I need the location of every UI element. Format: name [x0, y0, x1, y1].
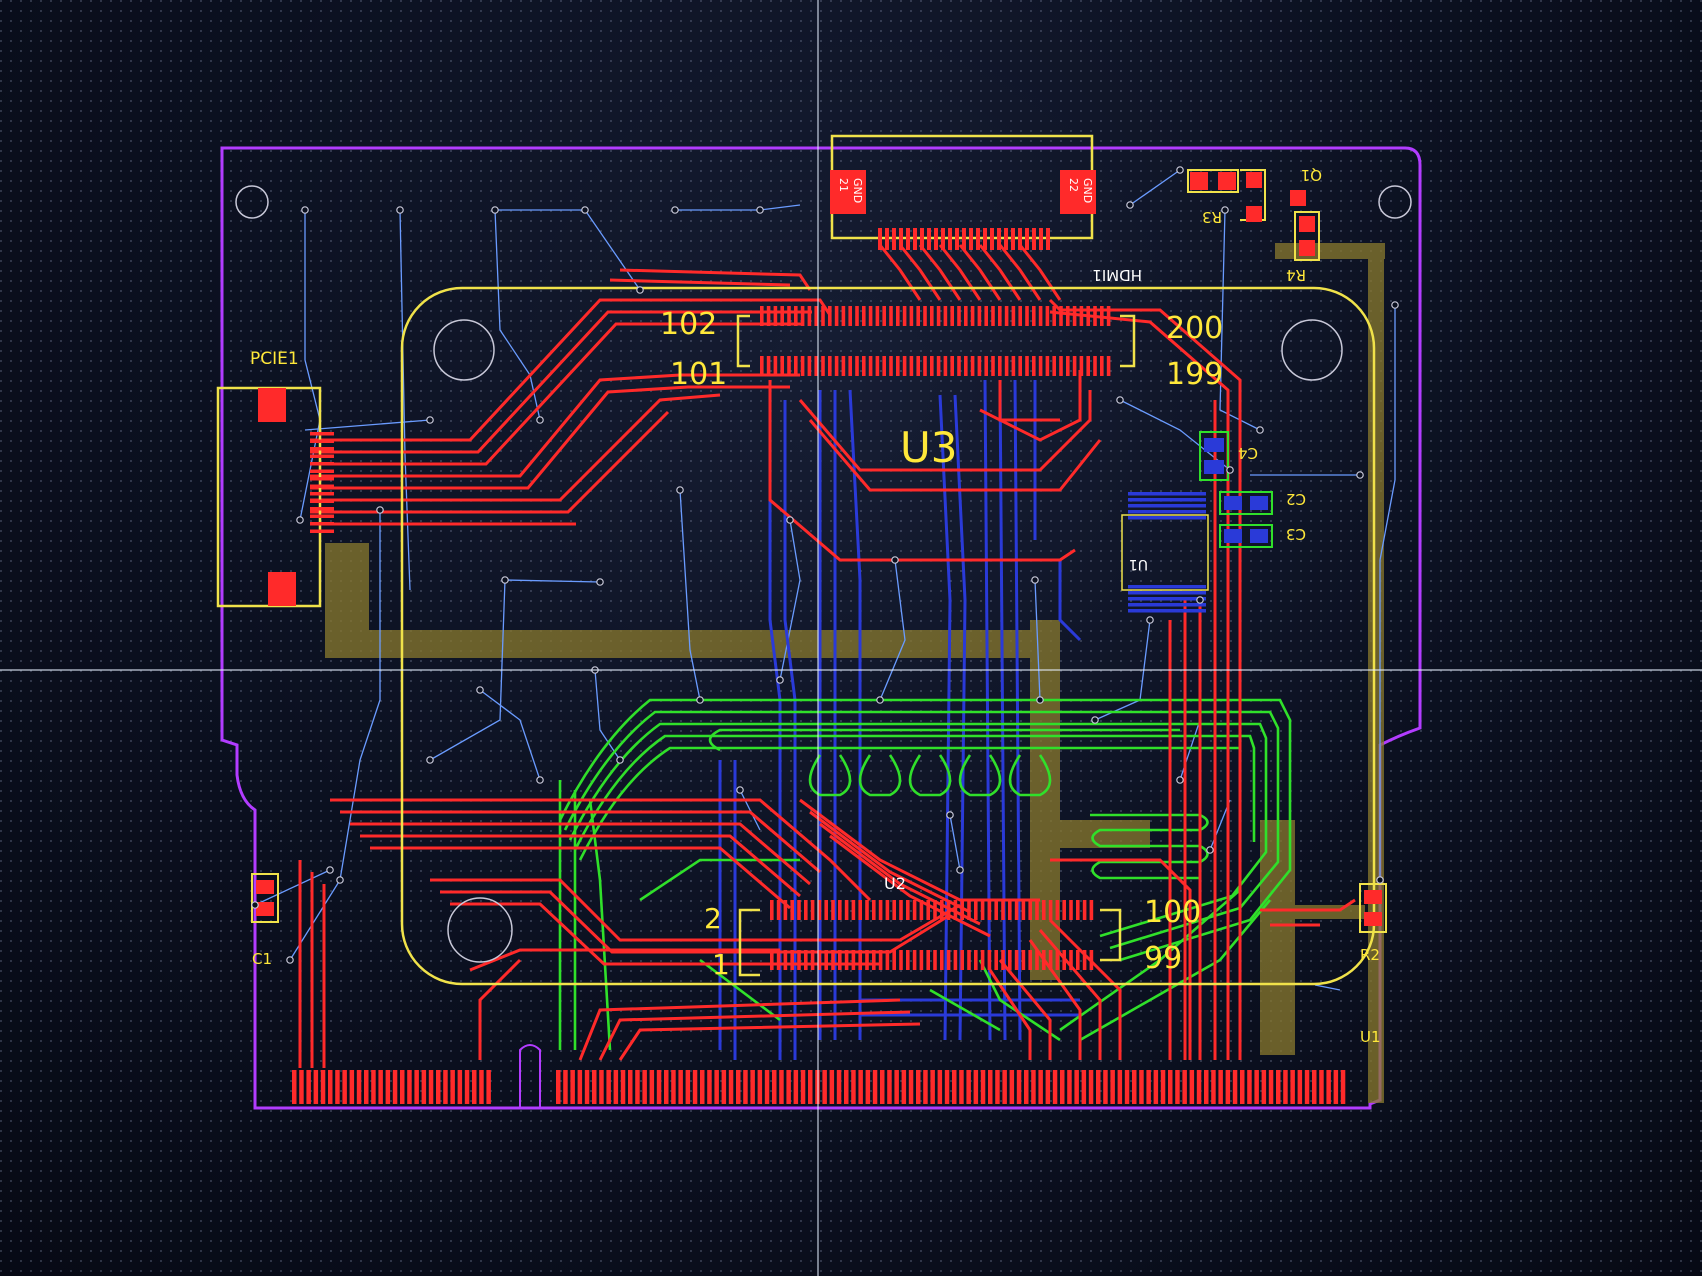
pcie-mount-pad-bottom — [268, 572, 296, 606]
hdmi-pad-22-number: 22 — [1067, 178, 1080, 192]
c3-designator: C3 — [1286, 525, 1306, 543]
hdmi-pad-22[interactable] — [1060, 170, 1096, 214]
c2-designator: C2 — [1286, 490, 1306, 508]
hdmi-pad-21-net: GND — [851, 178, 864, 203]
c1-designator: C1 — [252, 950, 272, 968]
u2-pin-1: 1 — [712, 948, 730, 981]
top-layer-traces — [298, 244, 1356, 1068]
u1-small-ic-pads — [1128, 492, 1206, 613]
card-edge-notch — [519, 1044, 541, 1108]
u3-pin-101: 101 — [670, 357, 727, 392]
u1-small-ic-body[interactable] — [1121, 514, 1209, 591]
u1-designator: U1 — [1360, 1028, 1381, 1046]
q1-designator: Q1 — [1301, 166, 1322, 184]
c4-designator: C4 — [1238, 444, 1258, 462]
r2-designator: R2 — [1360, 946, 1380, 964]
r4-designator: R4 — [1286, 266, 1306, 284]
board-outline[interactable] — [220, 146, 1422, 1110]
u3-pin-102: 102 — [660, 307, 717, 342]
r3-designator: R3 — [1202, 208, 1222, 226]
u3-pads — [760, 306, 1111, 376]
u3-pin-199: 199 — [1166, 357, 1223, 392]
u2-pin-100: 100 — [1144, 895, 1201, 930]
hdmi-designator: HDMI1 — [1092, 266, 1142, 284]
u2-pin-99: 99 — [1144, 941, 1182, 976]
u2-designator: U2 — [884, 874, 906, 893]
pcie-pads — [310, 432, 334, 533]
edge-connector-fingers — [292, 1070, 1346, 1104]
ratsnest-lines — [254, 169, 1396, 991]
passive-components — [251, 169, 1387, 933]
hdmi-pads — [878, 228, 1050, 250]
hdmi-pad-21-number: 21 — [837, 178, 850, 192]
copper-pour — [325, 243, 1385, 1103]
u2-pin-2: 2 — [704, 902, 722, 935]
u3-pin-200: 200 — [1166, 311, 1223, 346]
vias — [251, 166, 1399, 964]
pcie-designator: PCIE1 — [250, 349, 299, 369]
u1-small-designator: U1 — [1129, 556, 1148, 572]
pcie-mount-pad-top — [258, 388, 286, 422]
hdmi-pad-21[interactable] — [830, 170, 866, 214]
u3-designator: U3 — [900, 423, 957, 472]
hdmi-pad-22-net: GND — [1081, 178, 1094, 203]
mounting-holes — [235, 185, 1412, 963]
u2-pads — [770, 900, 1094, 970]
